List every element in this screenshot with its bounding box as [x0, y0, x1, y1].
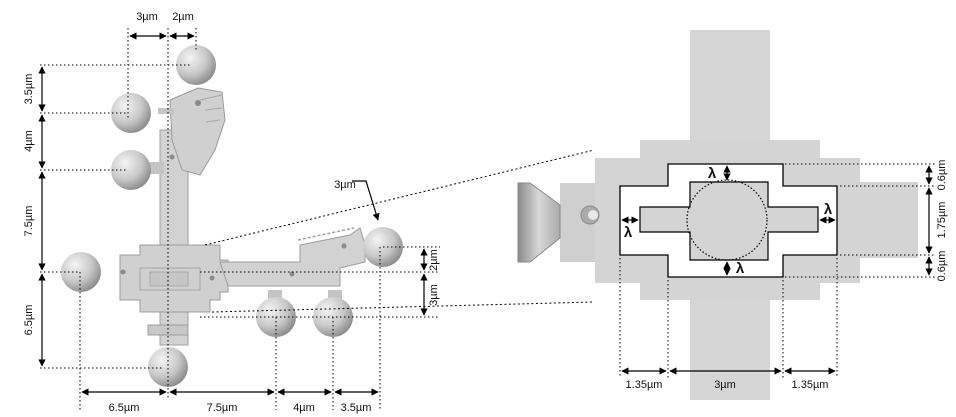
dim-left-3.5um: 3.5µm: [23, 74, 35, 105]
zoom-inner-cross: [639, 181, 819, 261]
zoom-cone: [517, 182, 561, 263]
dim-zoom-3um: 3µm: [714, 379, 736, 391]
zoom-view: [517, 30, 918, 400]
zoom-left-post: [560, 183, 595, 262]
microstructure-left: [61, 45, 403, 387]
guide-lines-left: [40, 28, 440, 410]
sphere-upper-left: [111, 93, 151, 133]
dimension-arrows-zoom: [621, 165, 933, 375]
sphere-mid-left: [111, 150, 151, 190]
sphere-top: [176, 45, 216, 85]
dimension-arrows-left: [38, 32, 428, 396]
dim-bottom-4um: 4µm: [293, 402, 315, 414]
lambda-right: λ: [824, 201, 833, 218]
dim-top-3um: 3µm: [136, 11, 158, 23]
lambda-arrows: [621, 165, 836, 276]
dim-top-2um: 2µm: [172, 11, 194, 23]
zoom-dotted-circle: [686, 179, 768, 261]
dim-bottom-7.5um: 7.5µm: [207, 402, 238, 414]
lambda-left: λ: [624, 224, 633, 241]
callout-3um: 3µm: [334, 179, 356, 191]
right-arm: [219, 227, 366, 287]
dim-bottom-3.5um: 3.5µm: [341, 402, 372, 414]
dimension-labels-left: 3µm 2µm 3.5µm 4µm 7.5µm 6.5µm 6.5µm 7.5µ…: [23, 11, 440, 414]
lambda-labels: λ λ λ λ: [624, 165, 833, 277]
dim-left-6.5um: 6.5µm: [23, 305, 35, 336]
sphere-left: [61, 252, 101, 292]
dim-left-7.5um: 7.5µm: [23, 206, 35, 237]
dim-right-2um: 2µm: [428, 249, 440, 271]
dim-zoom-0.6um-top: 0.6µm: [936, 160, 948, 191]
zoom-connectors: [204, 149, 595, 313]
dim-bottom-6.5um: 6.5µm: [109, 402, 140, 414]
dim-zoom-1.35um-left: 1.35µm: [626, 379, 663, 391]
zoom-bottom-arm: [690, 300, 770, 400]
dim-zoom-0.6um-bottom: 0.6µm: [936, 251, 948, 282]
dim-left-4um: 4µm: [23, 130, 35, 152]
guide-lines-zoom: [619, 163, 935, 378]
sphere-bottom: [148, 347, 188, 387]
dim-zoom-1.35um-right: 1.35µm: [792, 379, 829, 391]
dimension-labels-zoom: 0.6µm 1.75µm 0.6µm 1.35µm 3µm 1.35µm: [626, 160, 948, 391]
dim-zoom-1.75um: 1.75µm: [936, 202, 948, 239]
dim-right-3um: 3µm: [428, 284, 440, 306]
lambda-top: λ: [708, 165, 717, 182]
lambda-bottom: λ: [736, 260, 745, 277]
zoom-top-arm: [690, 30, 770, 160]
